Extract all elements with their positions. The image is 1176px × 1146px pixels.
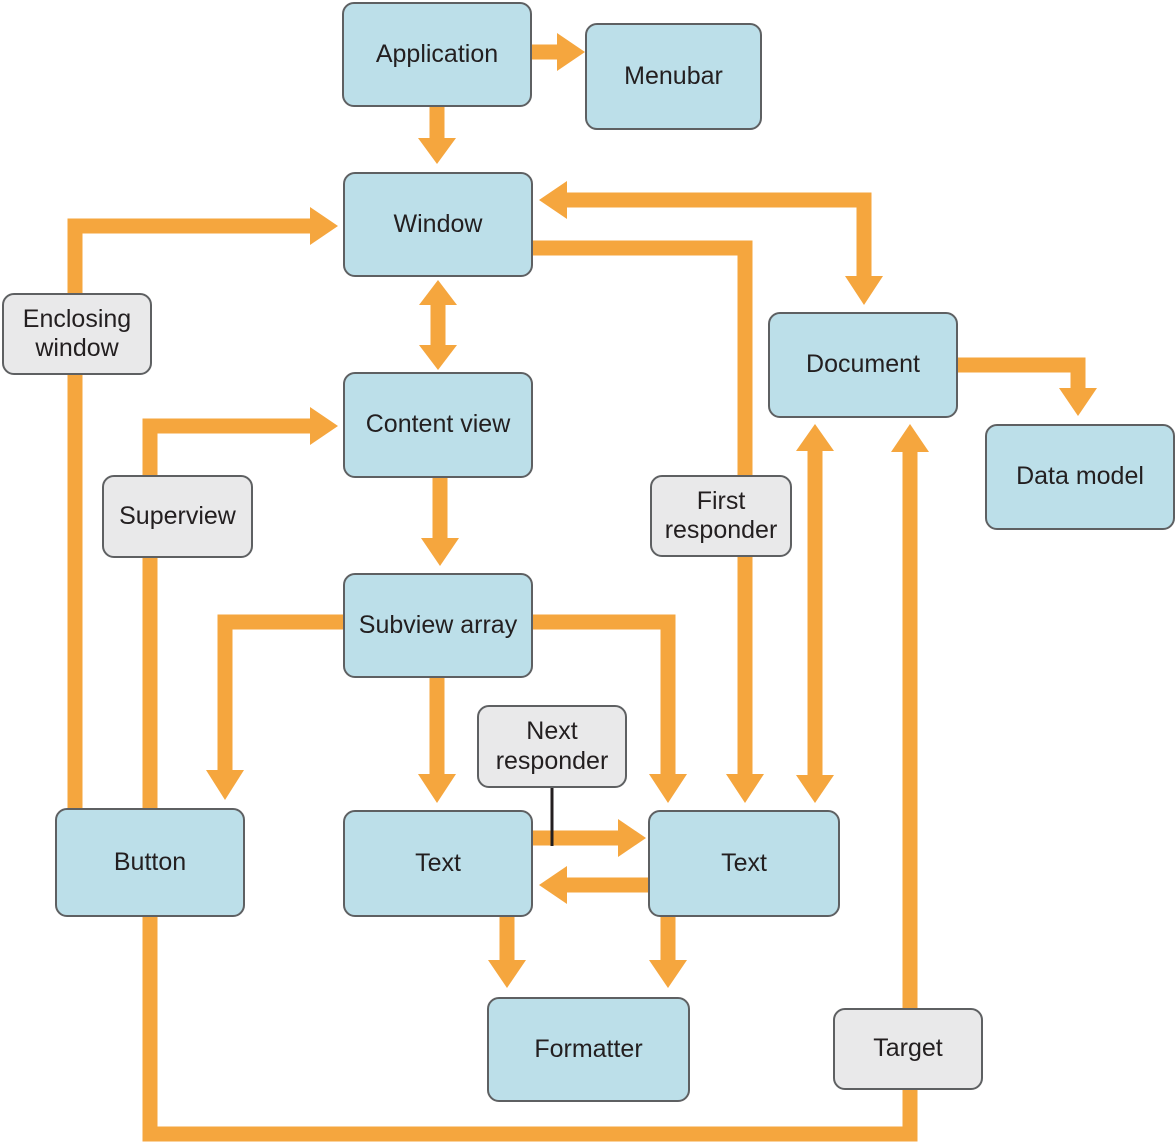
node-document-label: Document [806, 350, 920, 379]
connector-contentview-subviewarray [421, 478, 459, 566]
annotation-enclosing-window: Enclosing window [2, 293, 152, 375]
node-data-model: Data model [985, 424, 1175, 530]
connector-button-target-document [142, 424, 929, 1142]
connector-subviewarray-button [206, 614, 343, 800]
connector-text-text-forward [533, 819, 646, 857]
node-text-right-label: Text [721, 848, 767, 877]
annotation-enclosing-window-label: Enclosing window [22, 304, 132, 363]
annotation-next-responder: Next responder [477, 705, 627, 788]
connector-subviewarray-text-left [418, 678, 456, 803]
annotation-target-label: Target [873, 1034, 943, 1063]
connector-button-contentview-superview [142, 407, 338, 808]
node-menubar: Menubar [585, 23, 762, 130]
connector-button-window-enclosing [67, 207, 338, 808]
node-application-label: Application [375, 39, 499, 68]
node-document: Document [768, 312, 958, 418]
connector-text-text-back [539, 866, 648, 904]
connector-application-window [418, 106, 456, 164]
node-window: Window [343, 172, 533, 277]
node-formatter: Formatter [487, 997, 690, 1102]
node-data-model-label: Data model [1016, 462, 1144, 491]
annotation-superview: Superview [102, 475, 253, 558]
connector-window-document-both [539, 181, 883, 305]
node-menubar-label: Menubar [624, 61, 723, 90]
node-text-left: Text [343, 810, 533, 917]
annotation-first-responder: First responder [650, 475, 792, 557]
node-subview-array: Subview array [343, 573, 533, 678]
node-text-right: Text [648, 810, 840, 917]
connector-text-left-formatter [488, 917, 526, 988]
annotation-superview-label: Superview [119, 501, 236, 530]
connector-window-contentview-both [419, 280, 457, 370]
annotation-target: Target [833, 1008, 983, 1090]
connector-document-datamodel [958, 357, 1097, 416]
node-button: Button [55, 808, 245, 917]
annotation-first-responder-label: First responder [664, 486, 778, 545]
node-formatter-label: Formatter [534, 1034, 643, 1063]
annotation-next-responder-label: Next responder [495, 717, 609, 775]
node-subview-array-label: Subview array [358, 610, 518, 639]
node-content-view-label: Content view [365, 410, 511, 439]
connector-document-text-both [796, 424, 834, 803]
node-text-left-label: Text [415, 848, 461, 877]
node-window-label: Window [393, 209, 483, 238]
connector-text-right-formatter [649, 917, 687, 988]
node-application: Application [342, 2, 532, 107]
node-content-view: Content view [343, 372, 533, 478]
connector-window-firstresponder-text [533, 240, 764, 803]
connector-subviewarray-text-right [533, 614, 687, 803]
node-button-label: Button [113, 847, 187, 876]
